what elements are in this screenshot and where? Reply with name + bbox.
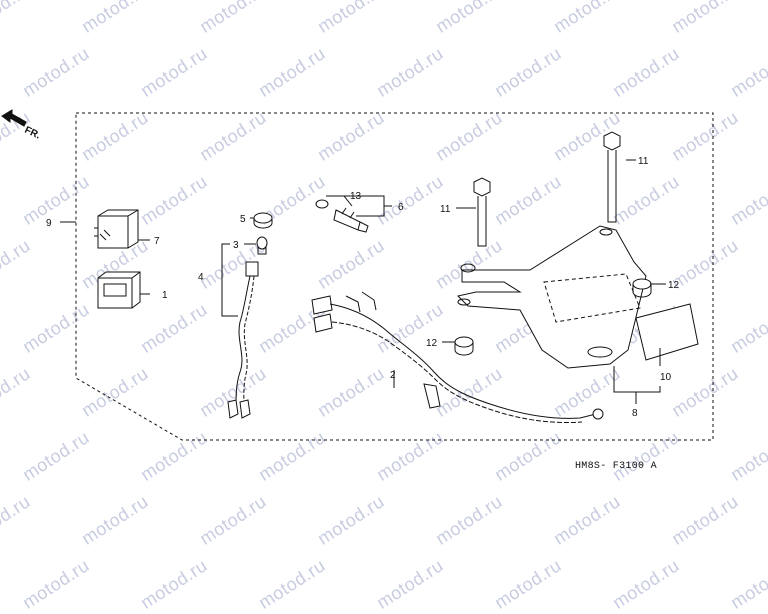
part-5-grommet [253,212,273,229]
part-7-relay [94,209,139,249]
callout-2: 2 [390,370,396,381]
part-11-bolt-right [603,131,621,223]
callout-6: 6 [398,202,404,213]
part-1-boot [97,271,141,309]
callout-3: 3 [233,240,239,251]
diagram-canvas: FR. [1,109,714,441]
kit-outline [75,112,714,441]
callout-12-left: 12 [426,338,438,349]
callout-11-left: 11 [440,204,451,215]
part-2-main-harness [311,291,604,423]
front-direction-arrow-icon [1,109,27,127]
leader-lines [60,159,666,404]
callout-7: 7 [154,236,160,247]
callout-8: 8 [632,408,638,419]
part-6-switch [315,199,369,233]
part-4-socket-harness [227,261,259,419]
part-3-bulb [256,236,268,255]
callout-4: 4 [198,272,204,283]
callout-12-right: 12 [668,280,680,291]
callout-1: 1 [162,290,168,301]
part-11-bolt-left [473,177,491,247]
part-10-label [635,303,699,361]
callout-13: 13 [350,191,362,202]
diagram-code: HM8S- F3100 A [575,461,657,472]
part-12-grommet-left [454,336,474,356]
callout-11-right: 11 [638,156,649,167]
callout-9: 9 [46,218,52,229]
callout-10: 10 [660,372,672,383]
part-8-bracket [457,225,647,369]
callout-5: 5 [240,214,246,225]
direction-label: FR. [23,125,42,142]
